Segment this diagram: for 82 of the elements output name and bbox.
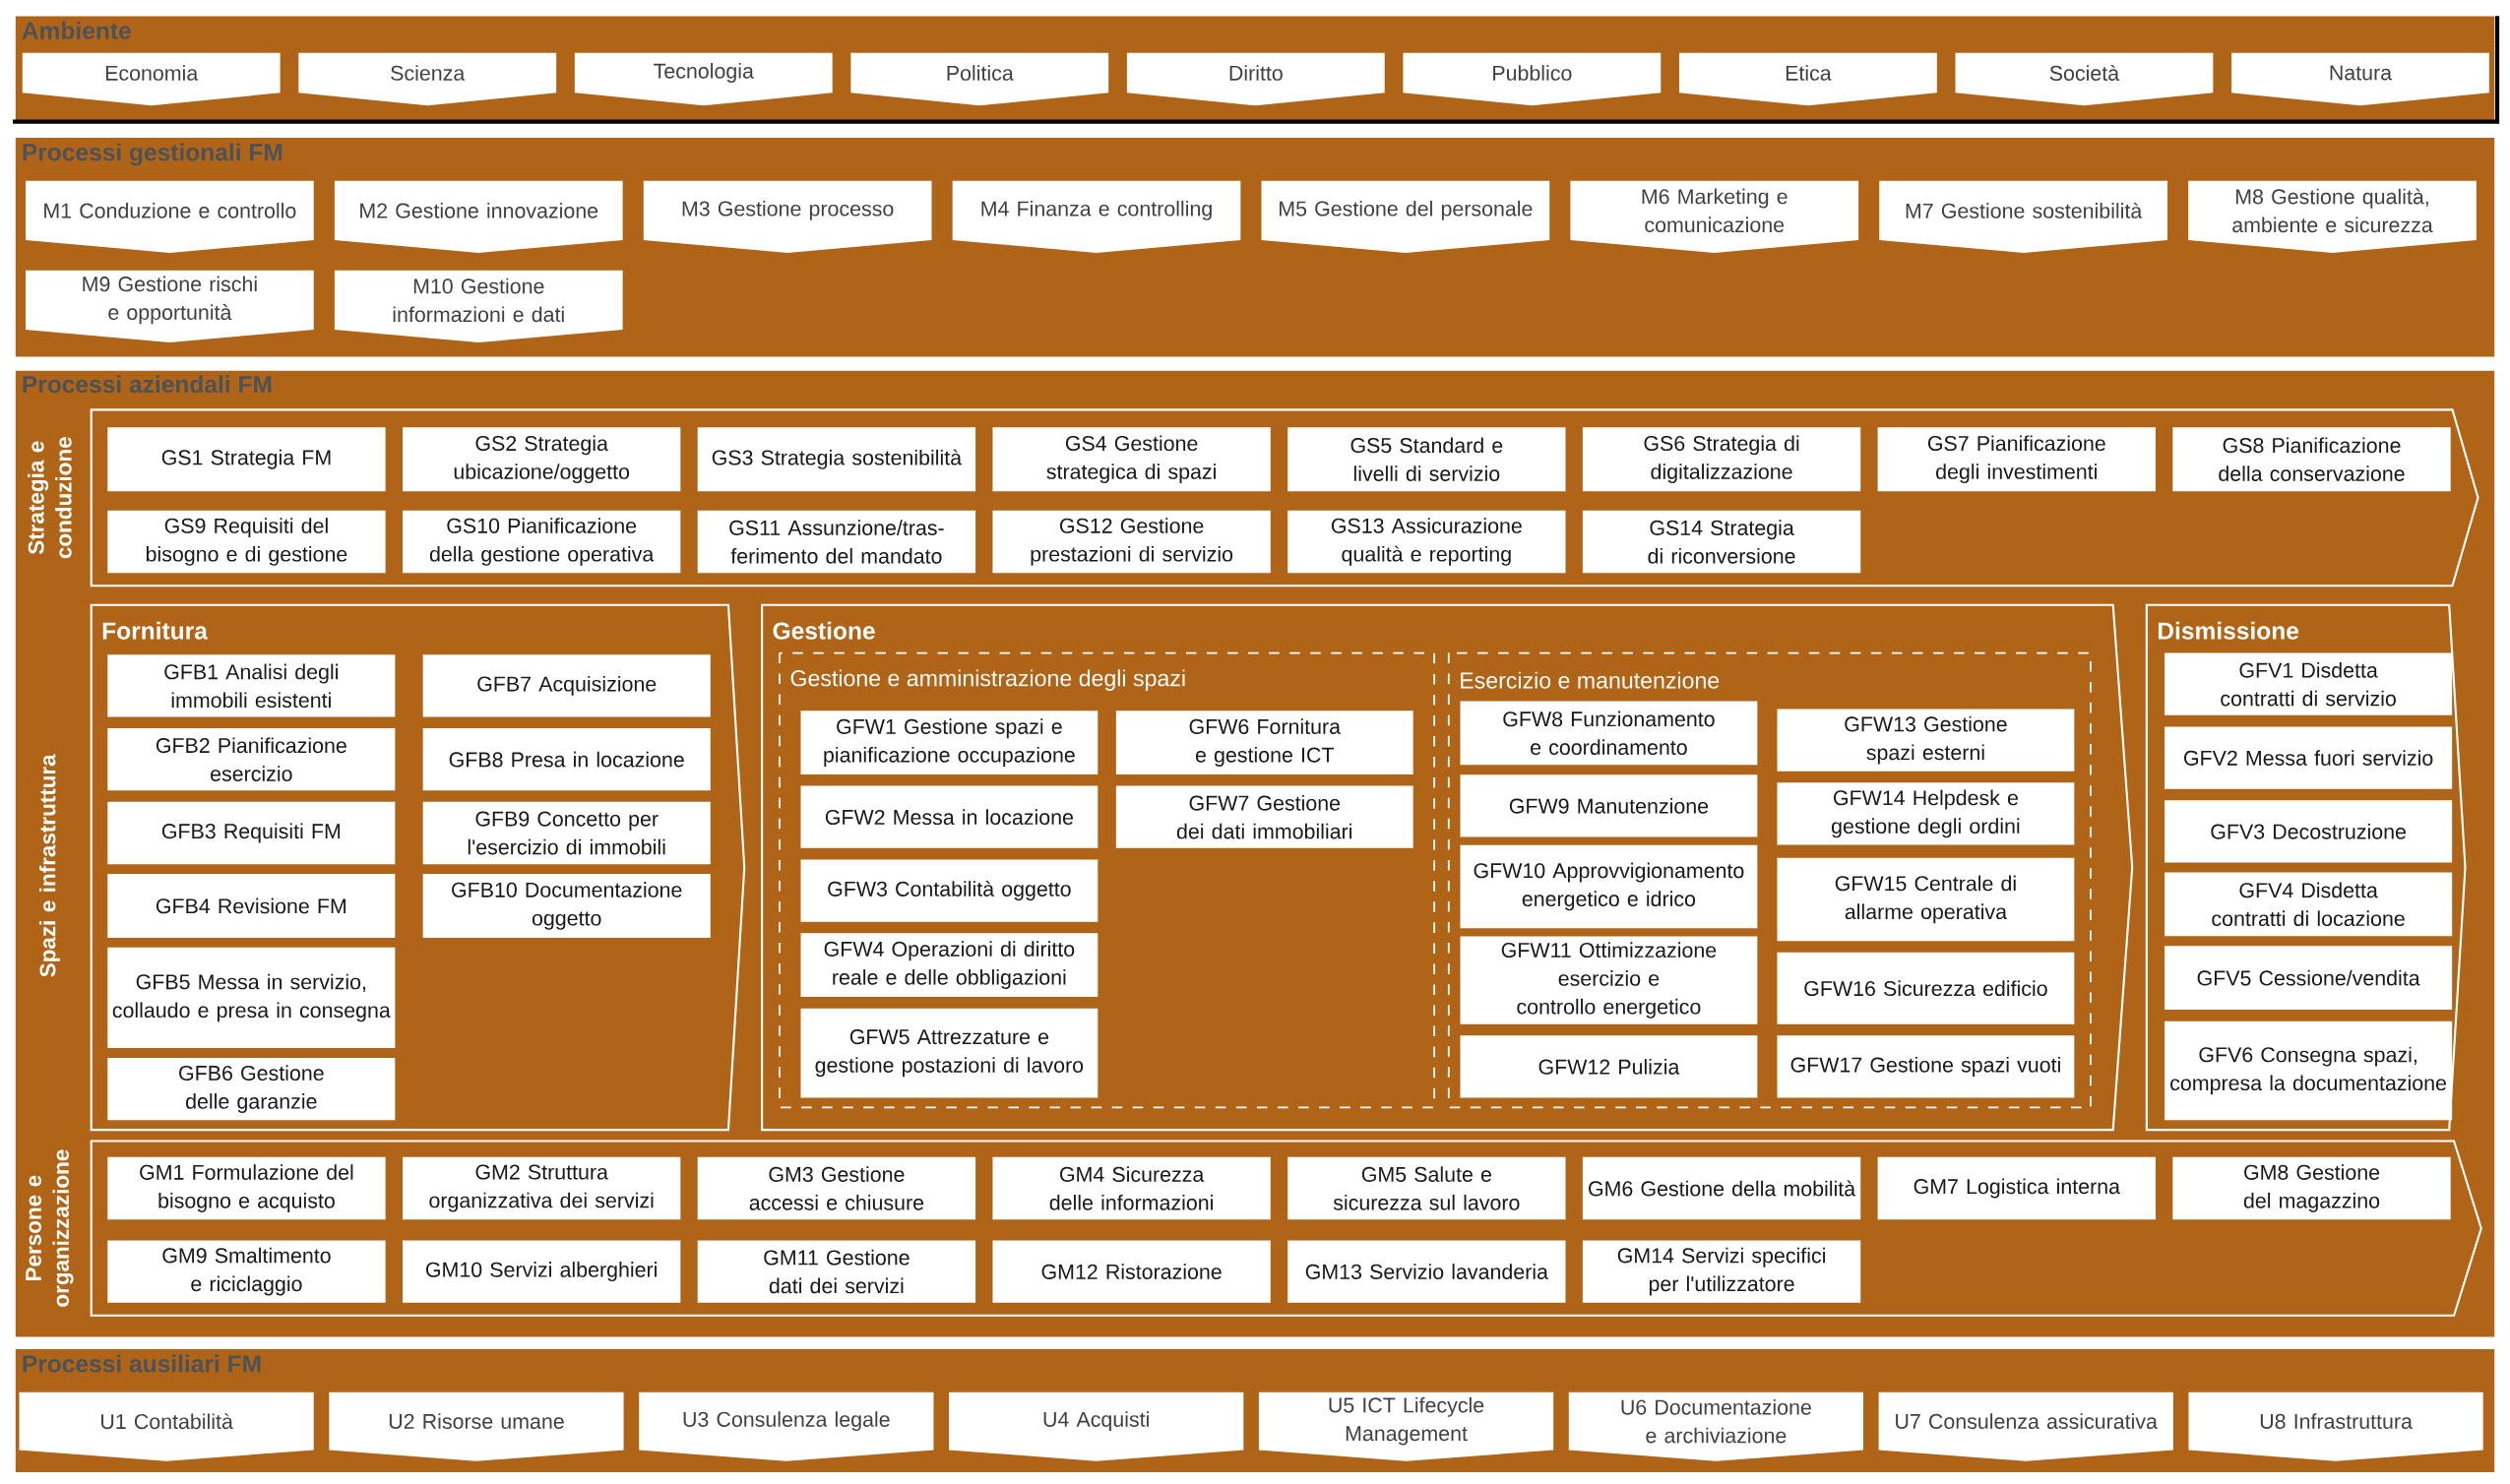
pentagon-box: U6 Documentazione e archiviazione [1568,1392,1863,1461]
process-box: GS14 Strategia di riconversione [1582,511,1861,574]
process-box: GFB6 Gestione delle garanzie [107,1058,396,1121]
process-box: GFB8 Presa in locazione [422,728,711,791]
process-box: GM8 Gestione del magazzino [2172,1157,2451,1220]
process-box: GFB10 Documentazione oggetto [422,874,711,939]
node-label: Strategia e conduzione [28,437,72,559]
pentagon-box: Economia [22,52,281,106]
process-box: GM1 Formulazione del bisogno e acquisto [107,1157,386,1220]
process-box: GFW12 Pulizia [1460,1035,1758,1098]
process-box: GFB7 Acquisizione [422,654,711,717]
process-box: GS8 Pianificazione della conservazione [2172,427,2451,492]
process-box: GS11 Assunzione/tras-ferimento del mandato [697,511,976,574]
node-label: Persone e organizzazione [26,1149,74,1307]
pentagon-box: U8 Infrastruttura [2188,1392,2483,1461]
process-box: GFB3 Requisiti FM [107,802,396,865]
pentagon-box: Etica [1679,52,1937,106]
process-box: GFW1 Gestione spazi e pianificazione occupazione [800,711,1098,775]
process-box: GS6 Strategia di digitalizzazione [1582,427,1861,492]
pentagon-box: Pubblico [1403,52,1662,106]
row-label: Spazi e infrastruttura [38,754,60,977]
process-box: GFW2 Messa in locazione [800,785,1098,849]
process-box: GS7 Pianificazione degli investimenti [1877,427,2156,492]
pentagon-box: Tecnologia [574,52,833,106]
process-box: GM9 Smaltimento e riciclaggio [107,1240,386,1303]
process-box: GFW11 Ottimizzazione esercizio e controllo energetico [1460,936,1758,1024]
process-box: GFW4 Operazioni di diritto reale e delle obbligazioni [800,933,1098,998]
pentagon-box: U7 Consulenza assicurativa [1878,1392,2173,1461]
process-box: GFW10 Approvvigionamento energetico e idrico [1460,845,1758,929]
process-box: GM14 Servizi specifici per l'utilizzatore [1582,1240,1861,1303]
process-box: GFB9 Concetto per l'esercizio di immobili [422,802,711,865]
process-box: GM3 Gestione accessi e chiusure [697,1157,976,1220]
process-box: GM7 Logistica interna [1877,1157,2156,1220]
process-box: GFV6 Consegna spazi, compresa la documentazione [2165,1020,2453,1121]
pentagon-box: U3 Consulenza legale [639,1392,934,1461]
process-box: GFW14 Helpdesk e gestione degli ordini [1777,782,2075,845]
process-box: GM5 Salute e sicurezza sul lavoro [1287,1157,1566,1220]
process-box: GS12 Gestione prestazioni di servizio [992,511,1271,574]
process-box: GS9 Requisiti del bisogno e di gestione [107,511,386,574]
pentagon-box: U4 Acquisti [949,1392,1244,1461]
process-box: GFW16 Sicurezza edificio [1777,952,2075,1024]
pentagon-box: Società [1955,52,2214,106]
process-box: GS13 Assicurazione qualità e reporting [1287,511,1566,574]
process-box: GFV1 Disdetta contratti di servizio [2165,652,2453,716]
process-box: GM11 Gestione dati dei servizi [697,1240,976,1303]
pentagon-box: U1 Contabilità [19,1392,314,1461]
pentagon-box: M9 Gestione rischi e opportunità [26,271,314,343]
process-box: GFV4 Disdetta contratti di locazione [2165,872,2453,937]
pentagon-box: U5 ICT Lifecycle Management [1258,1392,1554,1461]
process-box: GFW6 Fornitura e gestione ICT [1115,711,1413,775]
process-box: GFW7 Gestione dei dati immobiliari [1115,785,1413,849]
process-box: GFB4 Revisione FM [107,874,396,939]
process-box: GFW5 Attrezzature e gestione postazioni di lavoro [800,1008,1098,1098]
pentagon-box: Politica [850,52,1109,106]
pentagon-box: U2 Risorse umane [329,1392,624,1461]
process-box: GS3 Strategia sostenibilità [697,427,976,492]
pentagon-box: Natura [2231,52,2489,106]
process-box: GS4 Gestione strategica di spazi [992,427,1271,492]
process-box: GM6 Gestione della mobilità [1582,1157,1861,1220]
process-box: GS10 Pianificazione della gestione operativa [403,511,681,574]
process-box: GM4 Sicurezza delle informazioni [992,1157,1271,1220]
process-box: GFW13 Gestione spazi esterni [1777,709,2075,772]
process-box: GFV2 Messa fuori servizio [2165,726,2453,789]
process-box: GM13 Servizio lavanderia [1287,1240,1566,1303]
process-box: GM12 Ristorazione [992,1240,1271,1303]
process-box: GFB2 Pianificazione esercizio [107,728,396,791]
process-box: GFW3 Contabilità oggetto [800,859,1098,922]
process-box: GFW15 Centrale di allarme operativa [1777,858,2075,942]
process-box: GS5 Standard e livelli di servizio [1287,427,1566,492]
pentagon-box: Scienza [298,52,557,106]
process-box: GFB5 Messa in servizio, collaudo e presa in consegna [107,948,396,1049]
process-box: GM10 Servizi alberghieri [403,1240,681,1303]
process-box: GS1 Strategia FM [107,427,386,492]
process-box: GFV5 Cessione/vendita [2165,946,2453,1011]
process-box: GM2 Struttura organizzativa dei servizi [403,1157,681,1220]
pentagon-box: Diritto [1126,52,1385,106]
process-box: GFW8 Funzionamento e coordinamento [1460,701,1758,766]
process-box: GFV3 Decostruzione [2165,800,2453,863]
process-box: GS2 Strategia ubicazione/oggetto [403,427,681,492]
process-box: GFW9 Manutenzione [1460,774,1758,837]
process-box: GFB1 Analisi degli immobili esistenti [107,654,396,717]
process-box: GFW17 Gestione spazi vuoti [1777,1035,2075,1098]
